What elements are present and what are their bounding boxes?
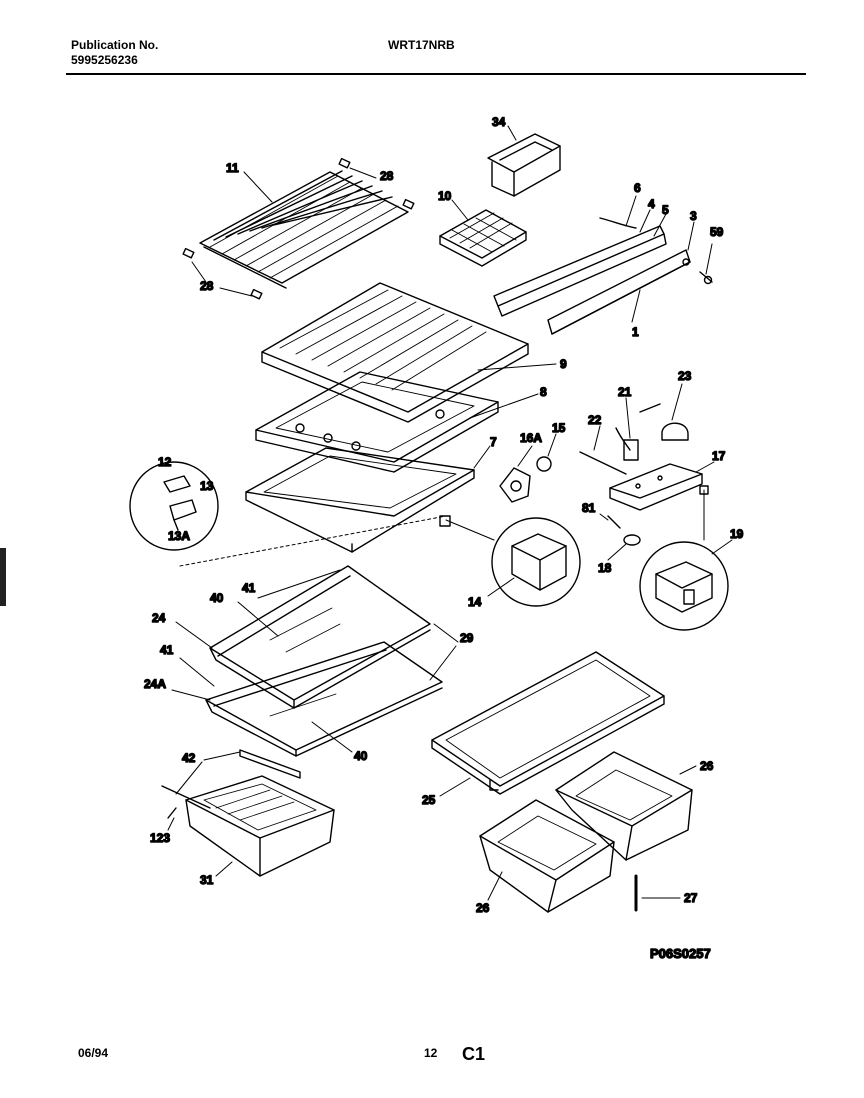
label-28-upper: 28 (380, 169, 394, 183)
label-29: 29 (460, 631, 474, 645)
inset-19 (639, 485, 729, 631)
label-15: 15 (552, 421, 566, 435)
label-21: 21 (618, 385, 632, 399)
label-41-upper: 41 (242, 581, 256, 595)
label-10: 10 (438, 189, 452, 203)
part-34-bin (487, 133, 561, 197)
inset-leader-line (179, 515, 447, 567)
part-26-crisper-lower (479, 799, 615, 913)
part-26-crisper-right (555, 751, 693, 861)
label-41-lower: 41 (160, 643, 174, 657)
label-6: 6 (634, 181, 641, 195)
label-31: 31 (200, 873, 214, 887)
label-59: 59 (710, 225, 724, 239)
label-9: 9 (560, 357, 567, 371)
part-16a-socket (499, 467, 531, 503)
figure-code: P06S0257 (650, 946, 711, 961)
label-1: 1 (632, 325, 639, 339)
part-17-housing (609, 463, 703, 511)
part-8-frame (255, 371, 499, 473)
label-5: 5 (662, 203, 669, 217)
part-18-washer (623, 534, 641, 546)
inset-12-13 (129, 461, 219, 551)
label-26-lower: 26 (476, 901, 490, 915)
label-24: 24 (152, 611, 166, 625)
part-15-bulb (536, 456, 552, 472)
inset-14 (439, 515, 581, 607)
label-12: 12 (158, 455, 172, 469)
publication-number: 5995256236 (71, 53, 138, 67)
label-7: 7 (490, 435, 497, 449)
label-40-lower: 40 (354, 749, 368, 763)
label-81: 81 (582, 501, 596, 515)
label-40-upper: 40 (210, 591, 224, 605)
label-26-right: 26 (700, 759, 714, 773)
part-31-drawer (161, 775, 335, 877)
footer-page: 12 (424, 1046, 438, 1060)
part-28-shelf-caps (182, 157, 415, 300)
label-42: 42 (182, 751, 196, 765)
part-9-shelf (261, 282, 529, 423)
label-8: 8 (540, 385, 547, 399)
label-34: 34 (492, 115, 506, 129)
part-rails (493, 217, 713, 335)
publication-label: Publication No. (71, 38, 159, 52)
label-17: 17 (712, 449, 726, 463)
part-23-knob (661, 422, 689, 441)
model-number: WRT17NRB (388, 38, 455, 52)
part-81-screw (607, 515, 621, 529)
label-13a: 13A (168, 529, 190, 543)
label-27: 27 (684, 891, 698, 905)
label-3: 3 (690, 209, 697, 223)
label-14: 14 (468, 595, 482, 609)
footer-date: 06/94 (78, 1046, 109, 1060)
label-18: 18 (598, 561, 612, 575)
label-28-lower: 28 (200, 279, 214, 293)
label-16a: 16A (520, 431, 542, 445)
part-22-rod (579, 451, 627, 475)
glass-shelf-lower (205, 641, 443, 757)
label-13: 13 (200, 479, 214, 493)
part-10-ice-tray (439, 209, 527, 267)
label-22: 22 (588, 413, 602, 427)
part-7-cover (245, 447, 475, 553)
label-23: 23 (678, 369, 692, 383)
part-21-switch (615, 403, 661, 461)
label-4: 4 (648, 197, 655, 211)
label-123: 123 (150, 831, 170, 845)
part-11-wire-shelf (199, 170, 409, 289)
part-25-crisper-cover (431, 651, 665, 795)
part-42-handle (239, 749, 301, 779)
label-19: 19 (730, 527, 744, 541)
header-rule (66, 73, 806, 75)
label-24a: 24A (144, 677, 166, 691)
leader-lines (167, 125, 733, 901)
footer-section: C1 (462, 1044, 486, 1064)
scan-edge-mark (0, 548, 6, 606)
label-11: 11 (226, 161, 239, 175)
label-25: 25 (422, 793, 436, 807)
